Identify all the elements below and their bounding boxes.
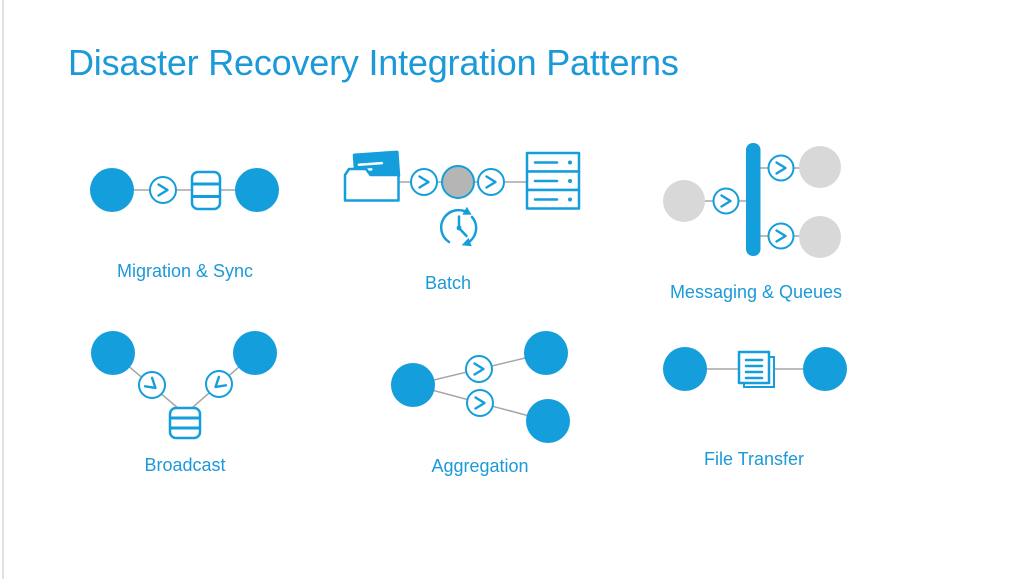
database-icon <box>190 170 222 211</box>
page-title: Disaster Recovery Integration Patterns <box>68 42 679 83</box>
target-circle-icon <box>526 399 570 443</box>
scheduled-clock-icon <box>439 206 478 247</box>
arrow-circle-icon <box>767 222 795 250</box>
pattern-migration-sync-diagram <box>90 168 279 212</box>
pattern-label-messaging-queues: Messaging & Queues <box>669 282 843 302</box>
pattern-label-broadcast: Broadcast <box>144 455 226 475</box>
endpoint-circle-icon <box>91 331 135 375</box>
subscriber-circle-icon <box>799 146 841 188</box>
endpoint-circle-icon <box>235 168 279 212</box>
endpoint-circle-icon <box>803 347 847 391</box>
staging-circle-icon <box>441 165 475 199</box>
pattern-label-file-transfer: File Transfer <box>703 449 805 469</box>
pattern-file-transfer-diagram <box>663 347 847 391</box>
arrow-circle-icon <box>410 168 438 196</box>
arrow-circle-icon <box>767 154 795 182</box>
source-circle-icon <box>663 180 705 222</box>
arrow-circle-icon <box>712 187 740 215</box>
arrow-circle-icon <box>138 371 166 399</box>
arrow-circle-icon <box>477 168 505 196</box>
pattern-aggregation-diagram <box>391 331 570 443</box>
source-circle-icon <box>391 363 435 407</box>
arrow-circle-icon <box>149 176 177 204</box>
document-file-icon <box>737 350 775 388</box>
database-icon <box>168 406 202 440</box>
queue-bar-icon <box>746 143 761 256</box>
endpoint-circle-icon <box>233 331 277 375</box>
pattern-label-batch: Batch <box>424 273 472 293</box>
endpoint-circle-icon <box>90 168 134 212</box>
pattern-messaging-queues-diagram <box>663 143 841 258</box>
target-circle-icon <box>524 331 568 375</box>
arrow-circle-icon <box>466 389 494 417</box>
pattern-label-aggregation: Aggregation <box>431 456 529 476</box>
slide-edge-strip <box>2 0 4 579</box>
folder-documents-icon <box>343 150 401 202</box>
endpoint-circle-icon <box>663 347 707 391</box>
pattern-broadcast-diagram <box>91 331 277 440</box>
pattern-label-migration-sync: Migration & Sync <box>116 261 254 281</box>
arrow-circle-icon <box>465 355 493 383</box>
pattern-batch-diagram <box>343 150 581 247</box>
arrow-circle-icon <box>205 370 233 398</box>
server-rack-icon <box>525 151 581 210</box>
subscriber-circle-icon <box>799 216 841 258</box>
